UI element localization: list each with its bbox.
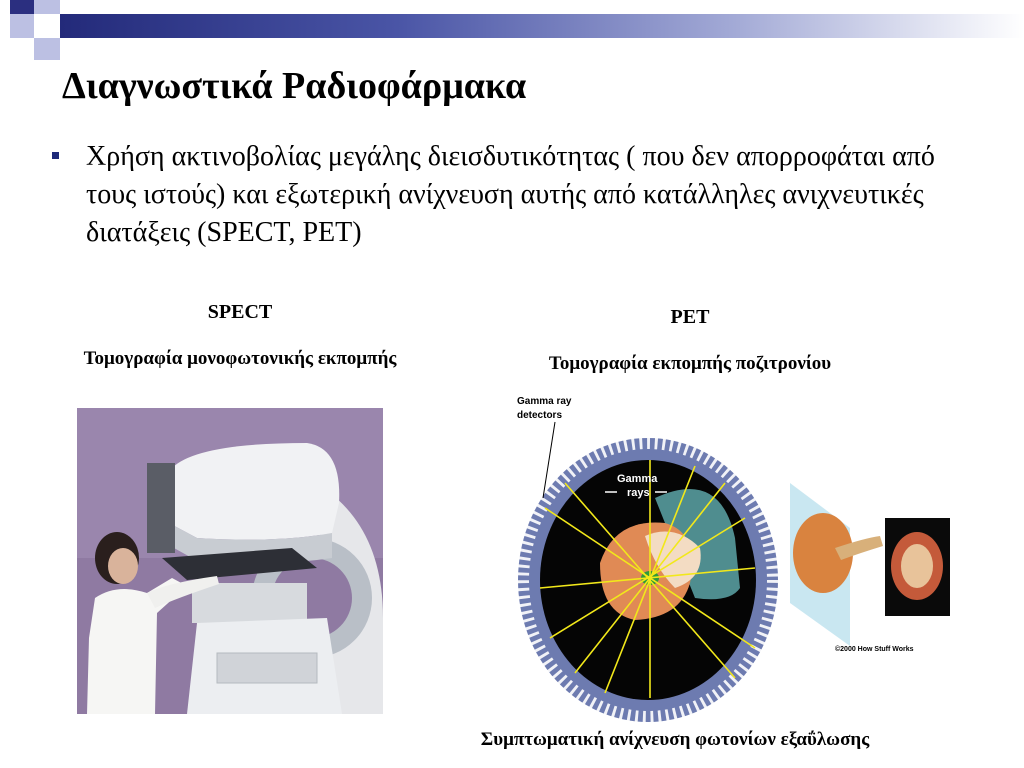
- pet-subtitle: Τομογραφία εκπομπής ποζιτρονίου: [548, 353, 832, 374]
- diagram-label-rays-2: rays: [627, 487, 650, 499]
- bullet-text: Χρήση ακτινοβολίας μεγάλης διεισδυτικότη…: [86, 141, 935, 248]
- decor-square: [10, 0, 34, 14]
- diagram-credit: ©2000 How Stuff Works: [835, 645, 914, 653]
- pet-scanner-diagram: Gamma ray detectors Gamma rays ©2000 How…: [507, 396, 950, 722]
- pet-heading: PET: [670, 306, 710, 328]
- decor-square: [34, 14, 60, 38]
- decor-square: [10, 14, 34, 38]
- spect-scanner-photo: [77, 408, 383, 714]
- spect-subtitle: Τομογραφία μονοφωτονικής εκπομπής: [83, 348, 397, 369]
- diagram-label-detectors-2: detectors: [517, 410, 562, 421]
- diagram-label-detectors-1: Gamma ray: [517, 396, 572, 407]
- bullet-marker: [52, 152, 59, 159]
- decor-square: [34, 38, 60, 60]
- spect-heading: SPECT: [207, 301, 273, 323]
- decor-square: [34, 0, 60, 14]
- pet-caption: Συμπτωματική ανίχνευση φωτονίων εξαΰλωση…: [480, 729, 870, 750]
- diagram-label-rays-1: Gamma: [617, 473, 658, 485]
- header-decoration: [0, 0, 1024, 60]
- slide-title: Διαγνωστικά Ραδιοφάρμακα: [62, 65, 527, 107]
- header-gradient-bar: [60, 14, 1024, 38]
